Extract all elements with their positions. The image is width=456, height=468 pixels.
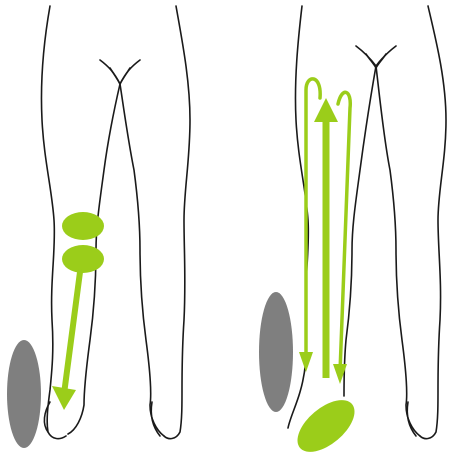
left-figure-inner-leg-right bbox=[120, 84, 164, 436]
looping-arrow-right bbox=[338, 92, 350, 372]
knee-marker-upper bbox=[62, 212, 104, 240]
left-figure-crotch bbox=[100, 60, 140, 84]
left-figure-crotch-inner bbox=[110, 68, 130, 84]
right-leg-figure bbox=[259, 6, 446, 462]
left-leg-figure bbox=[7, 6, 190, 448]
right-figure-crotch bbox=[356, 46, 396, 66]
left-figure-outer-leg-left bbox=[41, 6, 66, 439]
downward-arrow-head bbox=[52, 386, 76, 410]
knee-marker-lower bbox=[62, 245, 104, 273]
right-gray-pad bbox=[259, 292, 293, 412]
foot-marker bbox=[288, 390, 363, 461]
downward-arrow-shaft bbox=[64, 272, 80, 394]
left-figure-outer-leg-right bbox=[164, 6, 190, 439]
upward-arrow-head bbox=[314, 98, 338, 122]
left-gray-pad bbox=[7, 340, 41, 448]
right-figure-outer-leg-right bbox=[420, 6, 446, 439]
looping-arrow-left-head bbox=[299, 352, 313, 372]
right-figure-inner-leg-right bbox=[376, 66, 420, 436]
